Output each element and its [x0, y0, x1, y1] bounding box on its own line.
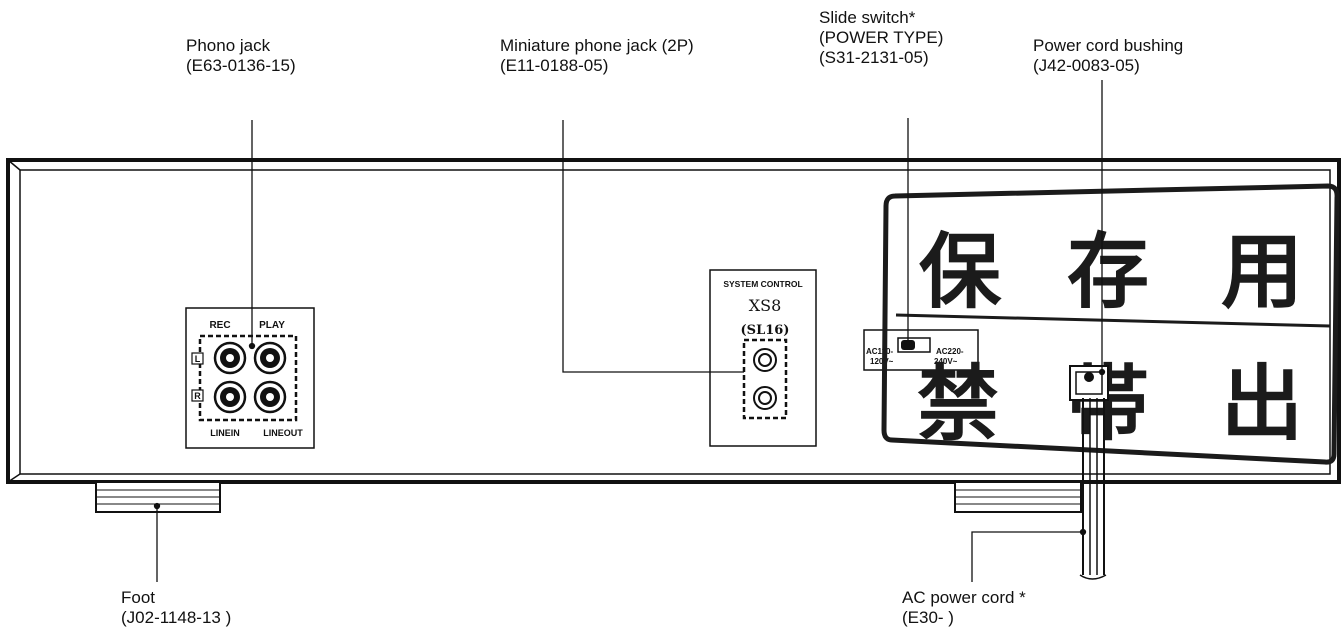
stamp-char-4: 禁	[917, 357, 999, 452]
power-cord-bushing-name: Power cord bushing	[1033, 36, 1184, 55]
l-channel-label: L	[195, 354, 201, 364]
mini-phone-jack-name: Miniature phone jack (2P)	[500, 36, 694, 55]
slide-switch-part: (S31-2131-05)	[819, 48, 929, 67]
line-in-label: LINEIN	[210, 428, 240, 438]
foot-name: Foot	[121, 588, 156, 607]
mini-jack-lower[interactable]	[753, 386, 777, 410]
system-control-label: SYSTEM CONTROL	[723, 279, 802, 289]
mini-jack-upper[interactable]	[753, 348, 777, 372]
rca-jack-play-r[interactable]	[253, 380, 287, 414]
foot-callout: Foot (J02-1148-13 )	[121, 588, 231, 628]
rca-jack-rec-r[interactable]	[213, 380, 247, 414]
foot-right	[954, 481, 1082, 513]
archive-stamp: 保 存 用 禁 帯 出	[881, 183, 1340, 465]
ac-right-line2: 240V~	[934, 357, 958, 366]
stamp-char-2: 存	[1067, 225, 1149, 320]
xs8-label: XS8	[749, 296, 782, 315]
stamp-char-6: 出	[1221, 357, 1303, 452]
ac-left-line2: 120V~	[870, 357, 894, 366]
ac-right-line1: AC220-	[936, 347, 964, 356]
power-cord-bushing-callout: Power cord bushing (J42-0083-05)	[1033, 36, 1183, 76]
foot-part: (J02-1148-13 )	[121, 608, 232, 627]
slide-switch-callout: Slide switch* (POWER TYPE) (S31-2131-05)	[819, 8, 943, 68]
foot-left	[95, 481, 221, 513]
power-cord-bushing-part: (J42-0083-05)	[1033, 56, 1140, 75]
rec-label: REC	[209, 320, 230, 331]
chassis-inner	[19, 169, 1331, 475]
r-channel-label: R	[194, 391, 201, 401]
rca-jack-rec-l[interactable]	[213, 341, 247, 375]
slide-switch-sub: (POWER TYPE)	[819, 28, 944, 47]
stamp-char-1: 保	[919, 225, 1002, 320]
play-label: PLAY	[259, 320, 285, 331]
ac-power-cord-callout: AC power cord * (E30- )	[902, 588, 1026, 628]
leader-lines	[153, 80, 1106, 582]
system-control-panel: SYSTEM CONTROL XS8 (SL16)	[709, 269, 817, 447]
phono-jack-panel: REC PLAY L R LINEIN LINEOUT	[185, 307, 315, 449]
sl16-label: (SL16)	[741, 323, 790, 338]
phono-jack-part: (E63-0136-15)	[186, 56, 296, 75]
ac-power-cord-part: (E30- )	[902, 608, 954, 627]
stamp-char-3: 用	[1221, 225, 1303, 320]
slide-switch-name: Slide switch*	[819, 8, 916, 27]
ac-left-line1: AC110-	[866, 347, 893, 356]
power-cord-bushing	[1069, 365, 1109, 401]
rca-jack-play-l[interactable]	[253, 341, 287, 375]
mini-phone-jack-part: (E11-0188-05)	[500, 56, 609, 75]
ac-power-cord-name: AC power cord *	[902, 588, 1026, 607]
line-out-label: LINEOUT	[263, 428, 303, 438]
mini-phone-jack-callout: Miniature phone jack (2P) (E11-0188-05)	[500, 36, 694, 76]
phono-jack-callout: Phono jack (E63-0136-15)	[186, 36, 296, 76]
phono-jack-name: Phono jack	[186, 36, 271, 55]
ac-power-cord	[1079, 398, 1107, 580]
